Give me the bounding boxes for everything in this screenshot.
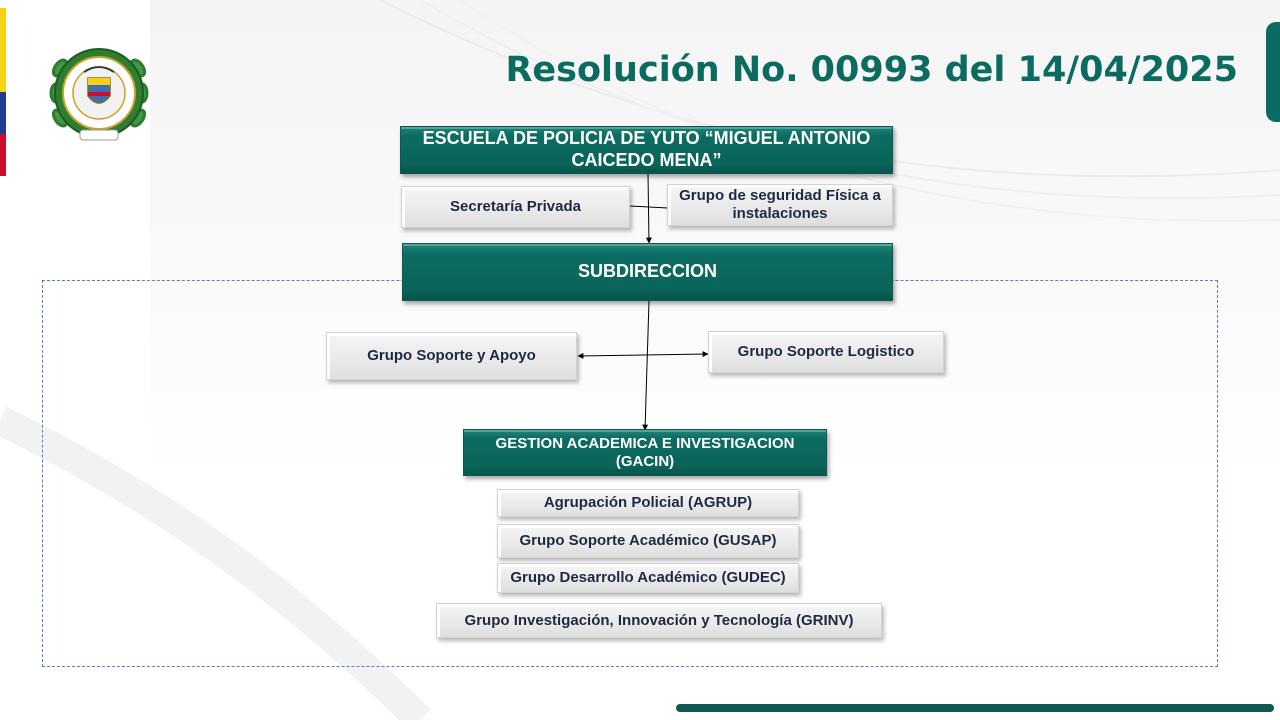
box-escuela-root-label: ESCUELA DE POLICIA DE YUTO “MIGUEL ANTON… <box>422 128 871 170</box>
box-gacin: GESTION ACADEMICA E INVESTIGACION (GACIN… <box>463 429 827 476</box>
box-grinv-label: Grupo Investigación, Innovación y Tecnol… <box>464 611 854 629</box>
policia-nacional-logo <box>49 48 149 141</box>
bottom-accent-bar <box>676 704 1274 712</box>
box-gacin-label: GESTION ACADEMICA E INVESTIGACION (GACIN… <box>495 434 795 470</box>
box-subdireccion: SUBDIRECCION <box>402 243 893 301</box>
box-gusap: Grupo Soporte Académico (GUSAP) <box>497 524 799 558</box>
box-escuela-root: ESCUELA DE POLICIA DE YUTO “MIGUEL ANTON… <box>400 126 893 174</box>
page-title: Resolución No. 00993 del 14/04/2025 <box>505 50 1238 90</box>
box-agrup-label: Agrupación Policial (AGRUP) <box>543 494 753 511</box>
box-grupo-soporte-apoyo: Grupo Soporte y Apoyo <box>326 332 577 380</box>
box-agrup: Agrupación Policial (AGRUP) <box>497 489 799 517</box>
box-secretaria-privada: Secretaría Privada <box>401 186 630 228</box>
box-gudec: Grupo Desarrollo Académico (GUDEC) <box>497 563 799 593</box>
box-grinv: Grupo Investigación, Innovación y Tecnol… <box>436 603 882 638</box>
box-seguridad-fisica: Grupo de seguridad Física a instalacione… <box>667 184 893 226</box>
box-grupo-soporte-apoyo-label: Grupo Soporte y Apoyo <box>367 347 536 364</box>
corner-tab-decoration <box>1266 22 1280 122</box>
colombia-flag-strip <box>0 8 6 176</box>
box-subdireccion-label: SUBDIRECCION <box>577 261 717 282</box>
box-gudec-label: Grupo Desarrollo Académico (GUDEC) <box>510 569 786 586</box>
background-shade <box>150 0 1280 480</box>
box-secretaria-privada-label: Secretaría Privada <box>450 198 581 215</box>
box-grupo-soporte-logistico-label: Grupo Soporte Logistico <box>737 343 915 360</box>
box-seguridad-fisica-label: Grupo de seguridad Física a instalacione… <box>679 187 881 222</box>
box-grupo-soporte-logistico: Grupo Soporte Logistico <box>708 331 944 373</box>
box-gusap-label: Grupo Soporte Académico (GUSAP) <box>519 532 777 549</box>
